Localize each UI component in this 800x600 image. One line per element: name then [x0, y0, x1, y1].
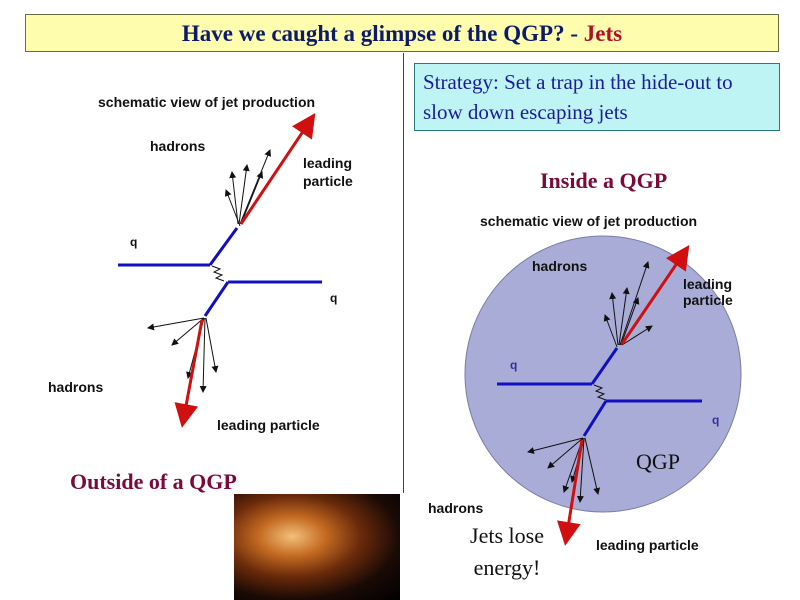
slide-title: Have we caught a glimpse of the QGP? - J…: [25, 14, 779, 52]
left-hadron-arrow: [238, 164, 250, 225]
left-jet-diagram: schematic view of jet production hadrons…: [48, 94, 353, 433]
left-hadron-arrow: [224, 189, 241, 227]
left-hadrons-bottom-label: hadrons: [48, 379, 103, 395]
right-hadron-arrow: [618, 287, 630, 346]
right-hadron-arrow: [527, 437, 584, 454]
left-leading-top-label-1: leading: [303, 155, 352, 171]
strategy-box: Strategy: Set a trap in the hide-out to …: [414, 63, 780, 131]
right-leading-top-label-2: particle: [683, 292, 733, 308]
panel-divider: [403, 53, 404, 493]
left-outgoing-quark-up: [208, 227, 239, 266]
left-leading-top-label-2: particle: [303, 173, 353, 189]
left-hadrons-top-label: hadrons: [150, 138, 205, 154]
left-hadron-arrow: [229, 171, 239, 225]
right-hadron-arrow: [584, 437, 601, 495]
left-hadron-arrow: [171, 317, 205, 346]
left-outgoing-quark-down: [203, 281, 230, 317]
slide-title-accent: Jets: [583, 21, 623, 46]
collision-photo: [234, 494, 400, 600]
right-leading-particle-arrow-top: [620, 245, 690, 345]
right-q-label-right: q: [712, 413, 719, 427]
right-hadron-arrow: [609, 292, 619, 346]
left-schematic-title: schematic view of jet production: [98, 94, 315, 110]
right-leading-bottom-label: leading particle: [596, 537, 699, 553]
right-hadrons-top-label: hadrons: [532, 258, 587, 274]
right-hadron-arrow: [621, 325, 653, 346]
qgp-blob: [464, 235, 742, 513]
right-hadron-arrow: [576, 437, 585, 503]
left-hadron-arrow: [147, 317, 205, 331]
right-schematic-title: schematic view of jet production: [480, 213, 697, 229]
left-leading-particle-arrow-top: [239, 113, 316, 225]
left-gluon-squiggle: [211, 265, 225, 282]
right-outgoing-quark-up: [590, 347, 619, 385]
right-gluon-squiggle: [593, 384, 607, 401]
inside-qgp-heading: Inside a QGP: [540, 168, 668, 193]
left-hadron-arrow: [240, 171, 263, 225]
right-outgoing-quark-down: [582, 400, 608, 437]
right-hadrons-bottom-label: hadrons: [428, 500, 483, 516]
jets-lose-energy-label: Jets lose energy!: [470, 523, 544, 580]
right-leading-particle-arrow-bottom: [556, 439, 584, 546]
right-hadron-arrow: [620, 297, 640, 346]
left-hadron-arrow: [239, 149, 271, 225]
left-hadron-arrow: [205, 317, 219, 373]
left-leading-bottom-label: leading particle: [217, 417, 320, 433]
right-q-label-left: q: [510, 358, 517, 372]
left-leading-particle-arrow-bottom: [174, 319, 204, 428]
slide-title-main: Have we caught a glimpse of the QGP? -: [181, 21, 584, 46]
left-q-label-right: q: [330, 291, 337, 305]
qgp-label: QGP: [636, 449, 680, 474]
left-hadron-arrow: [199, 317, 207, 393]
outside-qgp-heading: Outside of a QGP: [70, 469, 237, 494]
right-hadron-arrow: [603, 314, 618, 348]
right-hadron-arrow: [547, 437, 584, 469]
left-q-label-left: q: [130, 235, 137, 249]
right-leading-top-label-1: leading: [683, 276, 732, 292]
right-jet-diagram: schematic view of jet production hadrons…: [428, 213, 742, 553]
